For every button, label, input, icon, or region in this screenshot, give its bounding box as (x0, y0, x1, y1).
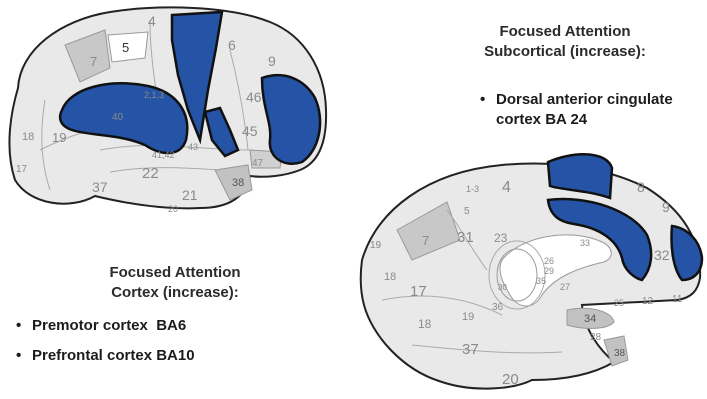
medial-label-9: 9 (662, 199, 670, 215)
medial-label-1-3: 1-3 (466, 184, 479, 194)
medial-label-28: 28 (590, 332, 602, 343)
medial-label-19b: 19 (462, 311, 474, 323)
medial-label-26: 26 (544, 256, 554, 266)
medial-label-29: 29 (544, 266, 554, 276)
lateral-label-9: 9 (268, 53, 276, 69)
lateral-brain-diagram: 4 5 7 6 2,1,3 9 46 45 47 40 18 19 43 41,… (0, 0, 340, 215)
medial-label-32: 32 (654, 247, 670, 263)
medial-label-19a: 19 (370, 240, 382, 251)
lateral-label-40: 40 (112, 112, 124, 123)
lateral-label-22: 22 (142, 165, 159, 182)
medial-label-17: 17 (410, 283, 427, 300)
medial-label-5: 5 (464, 206, 470, 217)
medial-label-8: 8 (637, 179, 645, 195)
lateral-label-21: 21 (182, 187, 198, 203)
medial-label-31: 31 (457, 229, 474, 246)
lateral-label-38: 38 (232, 177, 244, 189)
medial-label-34: 34 (584, 313, 596, 325)
lateral-label-47: 47 (252, 158, 264, 169)
medial-label-4: 4 (502, 179, 511, 196)
medial-label-7: 7 (422, 233, 429, 248)
cortex-bullet-prefrontal: Prefrontal cortex BA10 (14, 346, 274, 366)
medial-label-33: 33 (580, 238, 590, 248)
medial-label-11: 11 (672, 294, 683, 305)
lateral-label-46: 46 (246, 89, 262, 105)
medial-label-25: 25 (614, 298, 624, 308)
medial-highlight-ba10 (671, 226, 702, 280)
lateral-label-20: 20 (168, 204, 178, 214)
lateral-label-17: 17 (16, 164, 28, 175)
medial-label-27: 27 (560, 282, 570, 292)
subcortical-title: Focused Attention Subcortical (increase)… (470, 22, 660, 62)
medial-label-18a: 18 (384, 271, 396, 283)
cortex-title: Focused Attention Cortex (increase): (80, 263, 270, 303)
medial-brain-diagram: 1-3 4 5 8 7 31 23 33 9 32 19 26 29 35 27… (352, 140, 707, 399)
lateral-label-7: 7 (90, 54, 97, 69)
medial-label-23: 23 (494, 231, 508, 245)
lateral-label-18: 18 (22, 131, 34, 143)
medial-label-35: 35 (536, 276, 546, 286)
lateral-label-5: 5 (122, 40, 129, 55)
lateral-label-4: 4 (148, 13, 156, 29)
lateral-label-4142: 41,42 (152, 150, 175, 160)
lateral-label-43: 43 (188, 142, 198, 152)
medial-label-12: 12 (642, 296, 654, 307)
lateral-label-37: 37 (92, 179, 108, 195)
medial-label-20: 20 (502, 371, 519, 388)
medial-label-30: 30 (498, 283, 507, 292)
cortex-bullet-premotor: Premotor cortex BA6 (14, 316, 274, 336)
lateral-label-45: 45 (242, 123, 258, 139)
subcortical-bullet: Dorsal anterior cingulate cortex BA 24 (478, 90, 698, 130)
lateral-label-213: 2,1,3 (144, 90, 164, 100)
medial-label-18b: 18 (418, 317, 432, 331)
lateral-label-6: 6 (228, 37, 236, 53)
medial-label-37: 37 (462, 341, 479, 358)
medial-label-36: 36 (492, 302, 504, 313)
lateral-label-19: 19 (52, 130, 66, 145)
subcortical-bullets: Dorsal anterior cingulate cortex BA 24 (478, 90, 698, 130)
cortex-bullets: Premotor cortex BA6 Prefrontal cortex BA… (14, 316, 274, 366)
medial-label-38: 38 (614, 348, 626, 359)
